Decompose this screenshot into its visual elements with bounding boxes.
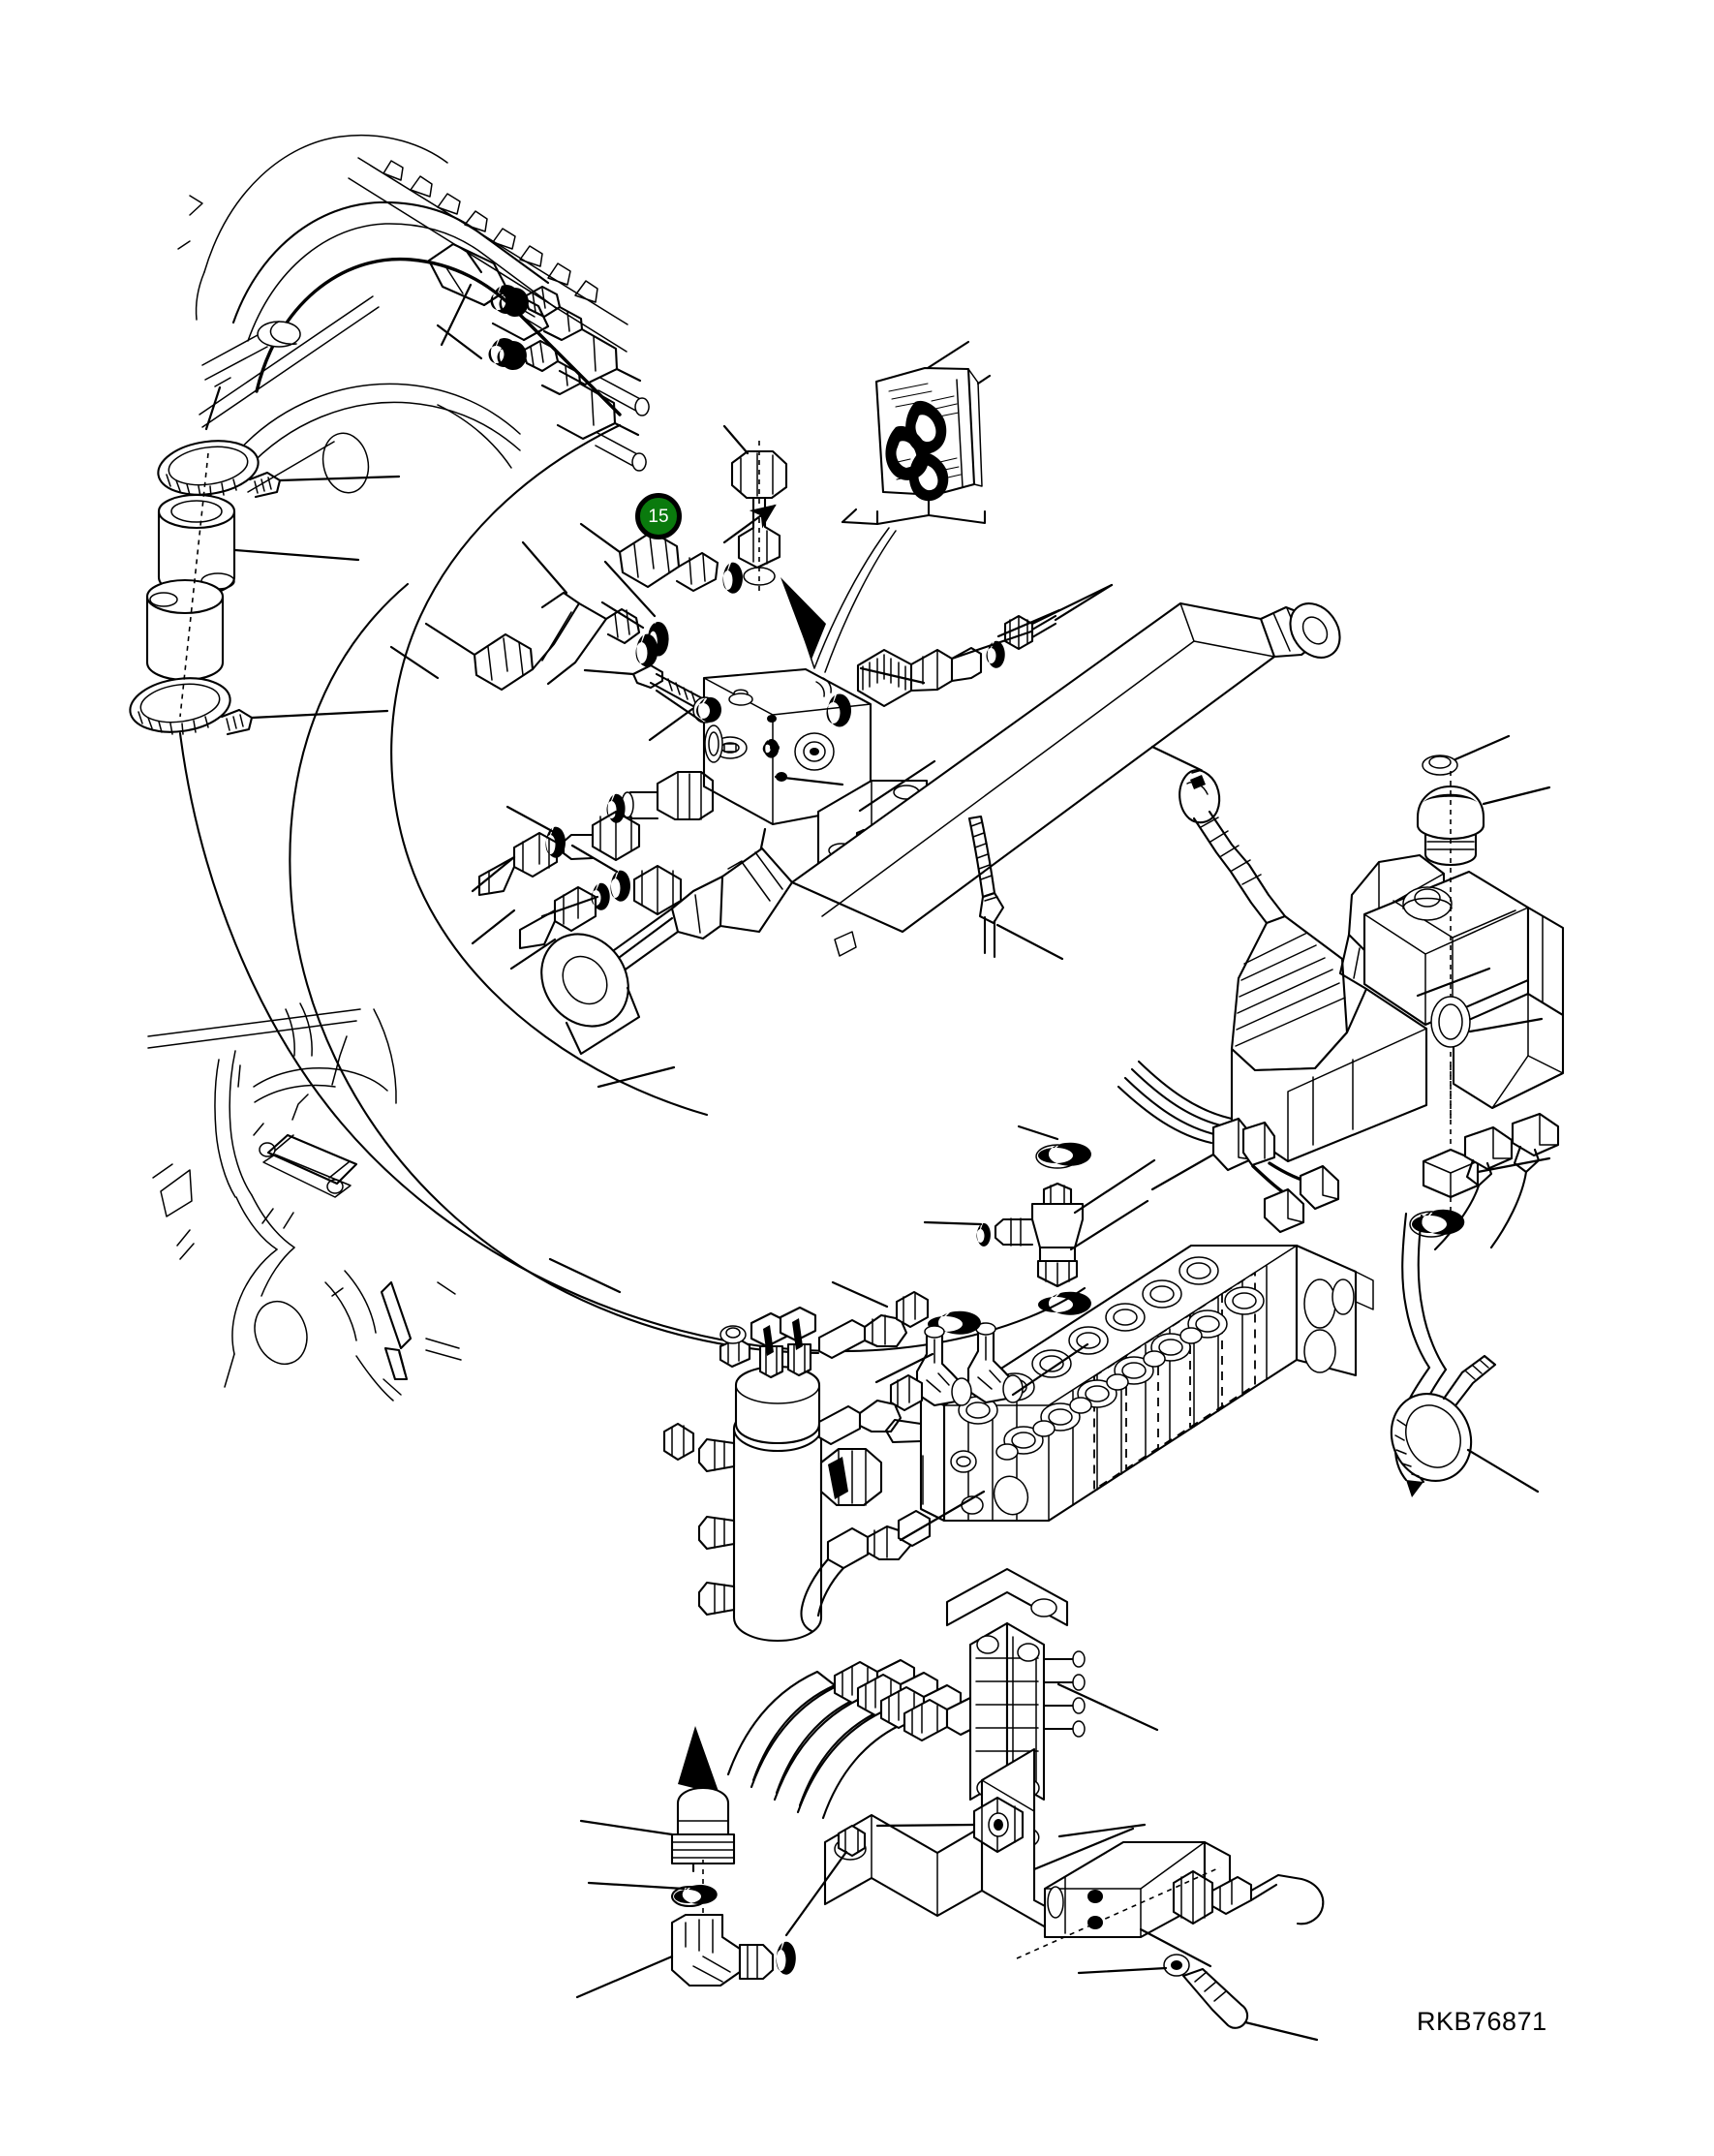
protective-sleeve-lower [145,578,225,682]
manifold-plate [945,1567,1159,1802]
hose-clamp-sleeve-group [129,385,401,736]
swivel-joint-group [662,1280,1159,1820]
band-clamp [1390,1354,1540,1494]
hose-bundle [726,1658,986,1820]
solenoid-valve-group [575,1726,1325,2042]
valve-inlet-fittings [874,1124,1156,1407]
hose-clamp-upper [157,440,282,499]
clamp-strap [967,815,1064,961]
decal-detail-inset [780,340,992,673]
hose-fitting-row-a [424,540,669,692]
drawing-number: RKB76871 [1417,2007,1547,2036]
control-valve-bank [884,1244,1374,1523]
hose-clamp-lower [129,677,254,736]
frame-outline [147,1002,462,1401]
boom-outline [177,134,628,494]
straight-hose-fitting [579,504,777,594]
elbow-fitting-top [722,424,788,596]
protective-sleeve-upper [157,493,236,597]
leader-lines [389,323,676,1294]
callout-badge-label: 15 [648,506,669,527]
callout-badge-15[interactable]: 15 [635,493,682,539]
hydraulic-cylinder [540,601,1341,1056]
wiring-harness-group [1117,1060,1560,1497]
boom-hose-couplers [427,242,650,472]
